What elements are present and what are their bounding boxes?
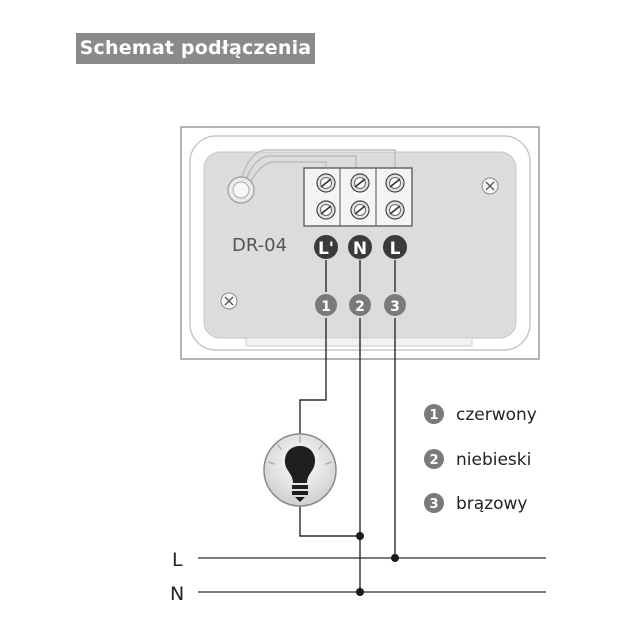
page-title: Schemat podłączenia bbox=[76, 33, 315, 64]
terminal-2: N2 bbox=[348, 235, 372, 316]
device-model-label: DR-04 bbox=[232, 235, 287, 256]
terminal-label: L bbox=[390, 239, 401, 259]
line-l-label: L bbox=[172, 549, 183, 571]
screw-icon bbox=[385, 173, 405, 193]
legend-number: 1 bbox=[429, 408, 438, 423]
terminal-3: L3 bbox=[383, 235, 407, 316]
external-wires bbox=[299, 260, 396, 592]
junction-dot bbox=[391, 554, 399, 562]
supply-lines bbox=[198, 557, 546, 593]
terminal-number: 3 bbox=[390, 299, 400, 315]
screw-icon bbox=[316, 200, 336, 220]
legend-item: 2 niebieski bbox=[424, 449, 531, 470]
junction-dots bbox=[356, 532, 399, 596]
terminal-number: 1 bbox=[321, 299, 331, 315]
mounting-hole-icon bbox=[220, 292, 238, 310]
legend-text: czerwony bbox=[456, 405, 537, 425]
cable-grommet-icon bbox=[227, 176, 255, 204]
terminal-label: L' bbox=[318, 239, 334, 259]
screw-icon bbox=[385, 200, 405, 220]
light-bulb-icon bbox=[263, 433, 337, 507]
screw-icon bbox=[350, 200, 370, 220]
legend-item: 1 czerwony bbox=[424, 404, 537, 425]
screw-icon bbox=[316, 173, 336, 193]
legend-text: niebieski bbox=[456, 450, 531, 470]
mounting-hole-icon bbox=[481, 177, 499, 195]
junction-dot bbox=[356, 588, 364, 596]
legend-number: 3 bbox=[429, 497, 438, 512]
legend-number: 2 bbox=[429, 453, 438, 468]
terminal-number: 2 bbox=[355, 299, 365, 315]
legend-item: 3 brązowy bbox=[424, 493, 528, 514]
terminal-1: L' 1 bbox=[314, 235, 338, 316]
junction-dot bbox=[356, 532, 364, 540]
legend-text: brązowy bbox=[456, 494, 528, 514]
line-n-label: N bbox=[170, 583, 184, 605]
terminal-label: N bbox=[353, 239, 367, 259]
screw-icon bbox=[350, 173, 370, 193]
